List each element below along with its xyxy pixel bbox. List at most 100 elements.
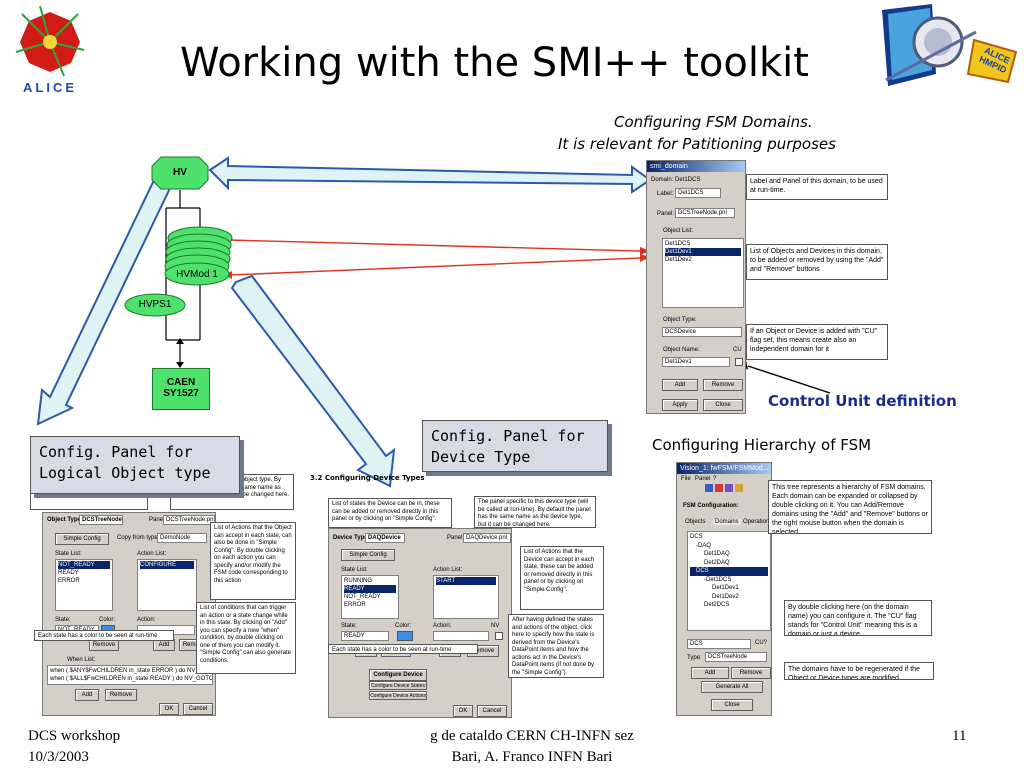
state-item[interactable]: ERROR xyxy=(58,578,80,584)
domain-label: Domain: Det1DCS xyxy=(651,177,701,183)
action-label: Action: xyxy=(137,617,156,623)
tab-objects[interactable]: Objects xyxy=(685,519,706,525)
object-type-field[interactable]: DCSTreeNode xyxy=(79,515,123,525)
device-action-list[interactable]: START xyxy=(433,575,499,619)
panel-input[interactable]: DCSTreeNode.pnl xyxy=(675,208,735,218)
configure-actions-button[interactable]: Configure Device Actions xyxy=(369,691,427,700)
menu-panel[interactable]: Panel xyxy=(695,476,711,482)
tab-domains[interactable]: Domains xyxy=(713,519,741,525)
object-list[interactable]: Det1DCS Det1Dev1 Det1Dev2 xyxy=(662,238,744,308)
copy-from-select[interactable]: DemoNode xyxy=(157,533,207,543)
object-name-select[interactable]: Det1Dev1 xyxy=(662,357,730,367)
device-action-field[interactable] xyxy=(433,631,489,641)
tool-icon[interactable] xyxy=(705,484,713,492)
device-panel-field[interactable]: DAQDevice.pnl xyxy=(463,533,511,543)
device-action-item-selected[interactable]: START xyxy=(436,577,496,585)
type-select[interactable]: DCSTreeNode xyxy=(705,652,767,662)
object-item[interactable]: Det1DCS xyxy=(665,241,691,247)
state-list[interactable]: NOT_READY READY ERROR xyxy=(55,559,113,611)
label-label: Label: xyxy=(657,191,674,197)
object-type-select[interactable]: DCSDevice xyxy=(662,327,742,337)
action-list-label: Action List: xyxy=(137,551,167,557)
when-remove-button[interactable]: Remove xyxy=(105,689,137,701)
when-add-button[interactable]: Add xyxy=(75,689,99,701)
device-state-item[interactable]: ERROR xyxy=(344,602,366,608)
device-nv-checkbox[interactable] xyxy=(495,632,503,640)
state-item-selected[interactable]: NOT_READY xyxy=(58,561,110,569)
device-state-item[interactable]: NOT_READY xyxy=(344,594,381,600)
state-item[interactable]: READY xyxy=(58,570,79,576)
caption-fsm-domains-2: It is relevant for Patitioning purposes xyxy=(558,135,836,153)
callout-device-panel: Config. Panel for Device Type xyxy=(422,420,608,472)
arrow-hv-to-domains xyxy=(208,156,652,194)
device-type-field[interactable]: DAQDevice xyxy=(365,533,405,543)
menu-file[interactable]: File xyxy=(681,476,691,482)
device-state-item-selected[interactable]: READY xyxy=(344,585,396,593)
configure-states-button[interactable]: Configure Device States xyxy=(369,681,427,690)
tool-icon[interactable] xyxy=(735,484,743,492)
simple-config-button[interactable]: Simple Config xyxy=(55,533,109,545)
object-item[interactable]: Det1Dev2 xyxy=(665,257,692,263)
tool-icon[interactable] xyxy=(725,484,733,492)
domain-tree[interactable]: DCS -DAQ Det1DAQ Det2DAQ DCS -Det1DCS De… xyxy=(687,531,771,631)
hier-remove-button[interactable]: Remove xyxy=(731,667,771,679)
hv-node[interactable]: HV xyxy=(151,156,209,190)
action-list[interactable]: CONFIGURE xyxy=(137,559,197,611)
panel-field[interactable]: DCSTreeNode.pnl xyxy=(163,515,215,525)
device-nv-label: NV xyxy=(491,623,500,629)
tool-icon[interactable] xyxy=(715,484,723,492)
hier-add-button[interactable]: Add xyxy=(691,667,729,679)
caption-hierarchy: Configuring Hierarchy of FSM xyxy=(652,436,872,454)
footer-left-line1: DCS workshop xyxy=(28,728,121,744)
action-item-selected[interactable]: CONFIGURE xyxy=(140,561,194,569)
type-label: Type: xyxy=(687,655,702,661)
when-list[interactable]: when ( $ANY$FwCHILDREN in_state ERROR ) … xyxy=(47,665,213,685)
tab-operation[interactable]: Operation xyxy=(743,519,770,525)
hvmod-node[interactable]: HVMod 1 xyxy=(164,226,234,286)
when-row[interactable]: when ( $ALL$FwCHILDREN in_state READY ) … xyxy=(50,676,212,682)
tree-item[interactable]: -Det1DCS xyxy=(704,576,732,583)
hier-close-button[interactable]: Close xyxy=(711,699,753,711)
tree-item[interactable]: Det2DAQ xyxy=(704,559,730,566)
tree-item[interactable]: Det1DAQ xyxy=(704,551,730,557)
state-label: State: xyxy=(55,617,71,623)
tree-item[interactable]: DCS xyxy=(690,534,703,540)
callout-device-line1: Config. Panel for xyxy=(431,427,585,445)
device-simple-config-button[interactable]: Simple Config xyxy=(341,549,395,561)
domain-name-input[interactable]: DCS xyxy=(687,639,751,649)
add-button[interactable]: Add xyxy=(662,379,698,391)
copy-from-label: Copy from type: xyxy=(117,535,160,541)
device-action-label: Action: xyxy=(433,623,452,629)
device-ok-button[interactable]: OK xyxy=(453,705,473,717)
device-panel-screenshot: 3.2 Configuring Device Types List of sta… xyxy=(308,472,608,720)
note-hier-dblclick: By double clicking here (on the domain n… xyxy=(784,600,932,636)
ok-button[interactable]: OK xyxy=(159,703,179,715)
configure-device-button[interactable]: Configure Device xyxy=(369,669,427,681)
generate-all-button[interactable]: Generate All xyxy=(701,681,763,693)
hvmod-node-label: HVMod 1 xyxy=(176,269,218,280)
device-state-list[interactable]: RUNNING READY NOT_READY ERROR xyxy=(341,575,399,619)
device-heading: 3.2 Configuring Device Types xyxy=(310,474,425,482)
hvps-node[interactable]: HVPS1 xyxy=(124,293,186,317)
tree-item[interactable]: Det1Dev1 xyxy=(712,585,739,591)
device-color-swatch[interactable] xyxy=(397,631,413,641)
apply-button[interactable]: Apply xyxy=(662,399,698,411)
device-state-item[interactable]: RUNNING xyxy=(344,578,372,584)
caen-node[interactable]: CAEN SY1527 xyxy=(152,368,210,410)
device-cancel-button[interactable]: Cancel xyxy=(477,705,507,717)
cancel-button[interactable]: Cancel xyxy=(183,703,213,715)
tree-item[interactable]: Det1Dev2 xyxy=(712,593,739,600)
callout-logical-line1: Config. Panel for xyxy=(39,443,193,461)
object-item-selected[interactable]: Det1Dev1 xyxy=(665,248,741,256)
cu-checkbox[interactable] xyxy=(735,358,743,366)
label-input[interactable]: Det1DCS xyxy=(675,188,721,198)
menu-help[interactable]: ? xyxy=(713,476,717,482)
remove-button[interactable]: Remove xyxy=(703,379,743,391)
cu-flag-label: CU? xyxy=(755,640,768,646)
tree-item[interactable]: -DAQ xyxy=(696,542,711,549)
tree-item-selected[interactable]: DCS xyxy=(690,567,768,576)
when-row[interactable]: when ( $ANY$FwCHILDREN in_state ERROR ) … xyxy=(50,668,212,674)
tree-item[interactable]: Det2DCS xyxy=(704,602,730,608)
close-button[interactable]: Close xyxy=(703,399,743,411)
device-state-field[interactable]: READY xyxy=(341,631,389,641)
